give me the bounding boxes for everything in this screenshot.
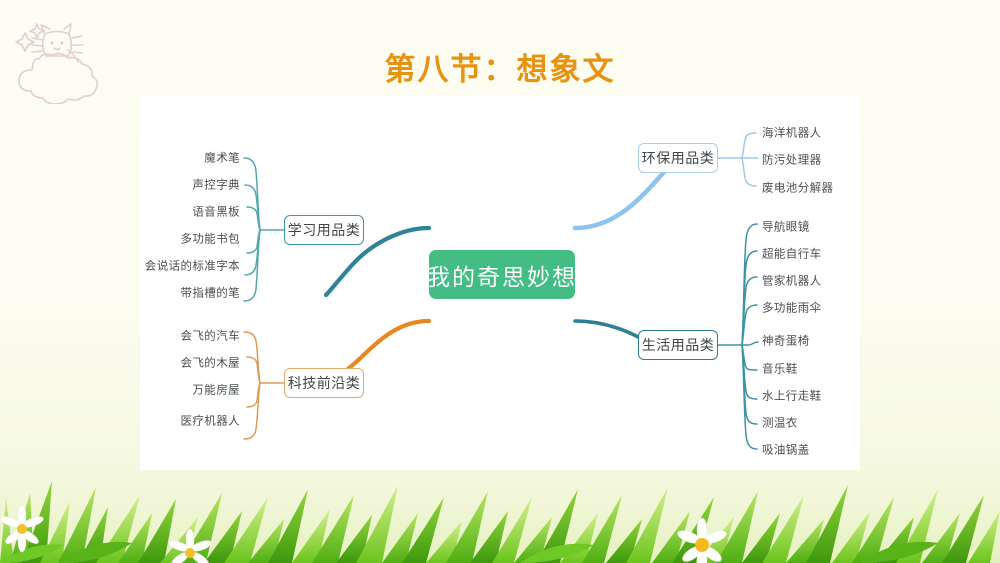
leaf-life-8[interactable]: 测温衣 [762, 415, 798, 430]
leaf-life-7[interactable]: 水上行走鞋 [762, 388, 822, 403]
branch-node-eco[interactable]: 环保用品类 [638, 143, 718, 173]
leaf-study-6[interactable]: 带指槽的笔 [180, 285, 240, 300]
connector-root-study [323, 225, 432, 298]
branch-node-study[interactable]: 学习用品类 [284, 215, 364, 245]
leaf-life-2[interactable]: 超能自行车 [762, 246, 822, 261]
leaf-life-1[interactable]: 导航眼镜 [762, 219, 810, 234]
grass-border-image [0, 467, 1000, 563]
leaf-tech-2[interactable]: 会飞的木屋 [180, 355, 240, 370]
leaf-tech-1[interactable]: 会飞的汽车 [180, 328, 240, 343]
leaf-study-5[interactable]: 会说话的标准字本 [144, 258, 240, 273]
root-node-label: 我的奇思妙想 [427, 264, 577, 291]
leaf-study-2[interactable]: 声控字典 [192, 177, 240, 192]
branch-node-tech-label: 科技前沿类 [287, 376, 361, 392]
root-node[interactable]: 我的奇思妙想 [427, 250, 577, 299]
leaf-eco-1[interactable]: 海洋机器人 [762, 125, 822, 140]
leaf-life-6[interactable]: 音乐鞋 [762, 361, 798, 376]
page-title: 第八节：想象文 [384, 52, 616, 88]
leaf-eco-2[interactable]: 防污处理器 [762, 152, 822, 167]
branch-node-study-label: 学习用品类 [287, 223, 361, 239]
branch-node-tech[interactable]: 科技前沿类 [284, 368, 364, 398]
leaf-study-3[interactable]: 语音黑板 [192, 204, 240, 219]
branch-node-life[interactable]: 生活用品类 [638, 330, 718, 360]
leaf-eco-3[interactable]: 废电池分解器 [762, 180, 834, 195]
branch-node-eco-label: 环保用品类 [641, 151, 715, 167]
leaf-life-9[interactable]: 吸油锅盖 [762, 442, 810, 457]
leaf-life-4[interactable]: 多功能雨伞 [762, 300, 822, 315]
leaf-tech-4[interactable]: 医疗机器人 [180, 413, 240, 428]
mindmap-canvas: 我的奇思妙想 学习用品类 科技前沿类 环保用品类 生活用品类 魔术笔 声控字典 … [140, 95, 860, 470]
leaf-study-4[interactable]: 多功能书包 [180, 231, 240, 246]
branch-node-life-label: 生活用品类 [641, 338, 715, 354]
leaf-life-3[interactable]: 管家机器人 [762, 273, 822, 288]
leaf-study-1[interactable]: 魔术笔 [204, 150, 240, 165]
leaf-life-5[interactable]: 神奇蛋椅 [762, 333, 810, 348]
leaf-tech-3[interactable]: 万能房屋 [192, 382, 240, 397]
